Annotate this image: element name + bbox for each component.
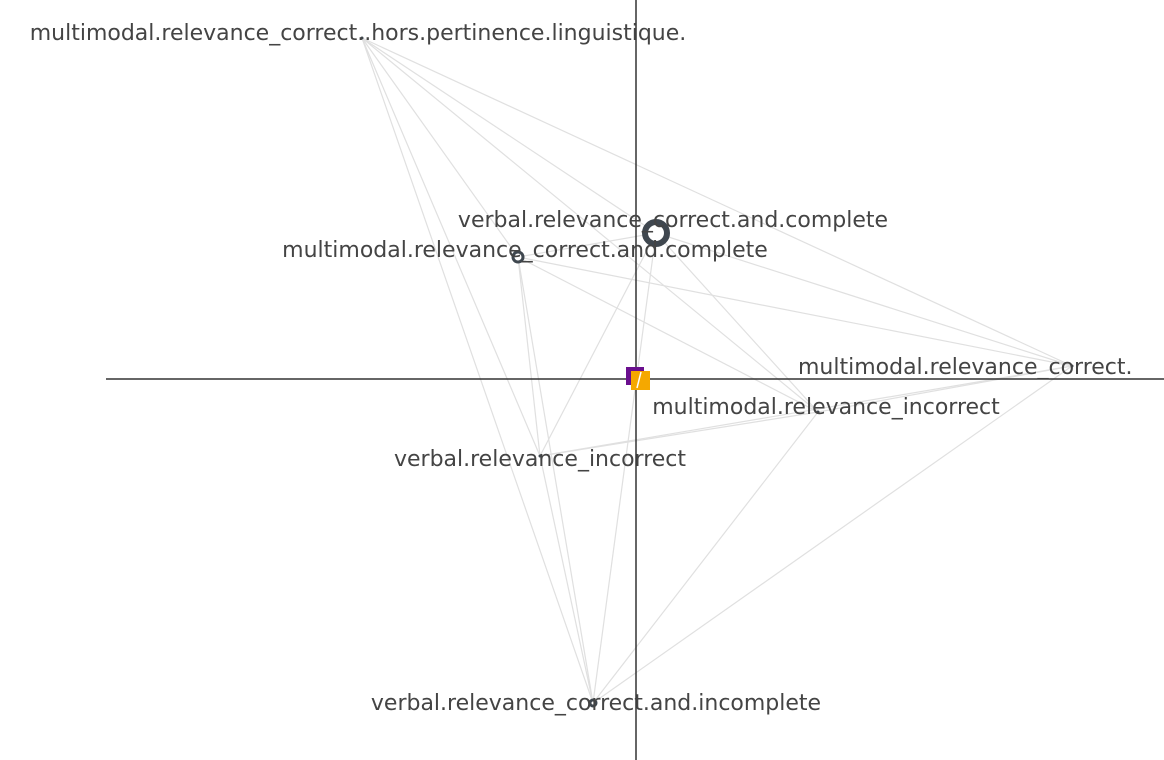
edge-mm_hors-mm_ci: [361, 37, 1073, 367]
edge-mm_hors-verbal_inc: [361, 37, 541, 457]
edge-mm_inc-verbal_ci: [592, 411, 819, 704]
edge-mm_cc-mm_inc: [517, 256, 819, 413]
node-mm_ci: [1070, 364, 1074, 368]
edge-verbal_cc-mm_cc: [517, 232, 657, 258]
edge-mm_hors-verbal_cc: [361, 37, 657, 234]
label-verbal_ci: verbal.relevance_correct.and.incomplete: [371, 691, 821, 716]
edge-mm_cc-verbal_ci: [517, 256, 594, 704]
node-mm_cc: [511, 250, 525, 264]
edges-layer: [361, 37, 1073, 704]
edge-verbal_cc-verbal_inc: [539, 232, 657, 457]
label-verbal_inc: verbal.relevance_incorrect: [394, 447, 686, 472]
edge-mm_inc-verbal_inc: [539, 411, 819, 457]
node-verbal_cc: [642, 219, 670, 247]
label-mm_inc: multimodal.relevance_incorrect: [652, 395, 1000, 420]
edge-mm_cc-verbal_inc: [517, 256, 541, 457]
marker-slash: [636, 371, 642, 389]
origin-markers: [626, 367, 650, 390]
edge-mm_hors-mm_inc: [361, 37, 819, 413]
node-mm_inc: [816, 410, 820, 414]
edge-verbal_cc-mm_inc: [655, 232, 819, 413]
edge-mm_hors-verbal_ci: [361, 37, 594, 704]
label-mm_hors: multimodal.relevance_correct..hors.perti…: [30, 21, 687, 46]
node-mm_hors: [360, 36, 364, 40]
labels-layer: multimodal.relevance_correct..hors.perti…: [30, 21, 1133, 716]
nodes-layer: [360, 36, 1074, 708]
node-verbal_inc: [538, 454, 542, 458]
edge-verbal_inc-verbal_ci: [539, 455, 594, 704]
label-mm_cc: multimodal.relevance_correct.and.complet…: [282, 238, 768, 263]
edge-verbal_cc-verbal_ci: [592, 232, 657, 704]
edge-mm_ci-verbal_inc: [539, 365, 1073, 457]
edge-verbal_cc-mm_ci: [655, 232, 1073, 367]
node-verbal_ci: [588, 698, 598, 708]
edge-mm_cc-mm_ci: [517, 256, 1073, 367]
label-mm_ci: multimodal.relevance_correct.: [798, 355, 1133, 380]
orange-marker: [631, 371, 650, 390]
label-verbal_cc: verbal.relevance_correct.and.complete: [458, 208, 888, 233]
edge-mm_hors-mm_cc: [361, 37, 519, 258]
edge-mm_ci-verbal_ci: [592, 365, 1073, 704]
